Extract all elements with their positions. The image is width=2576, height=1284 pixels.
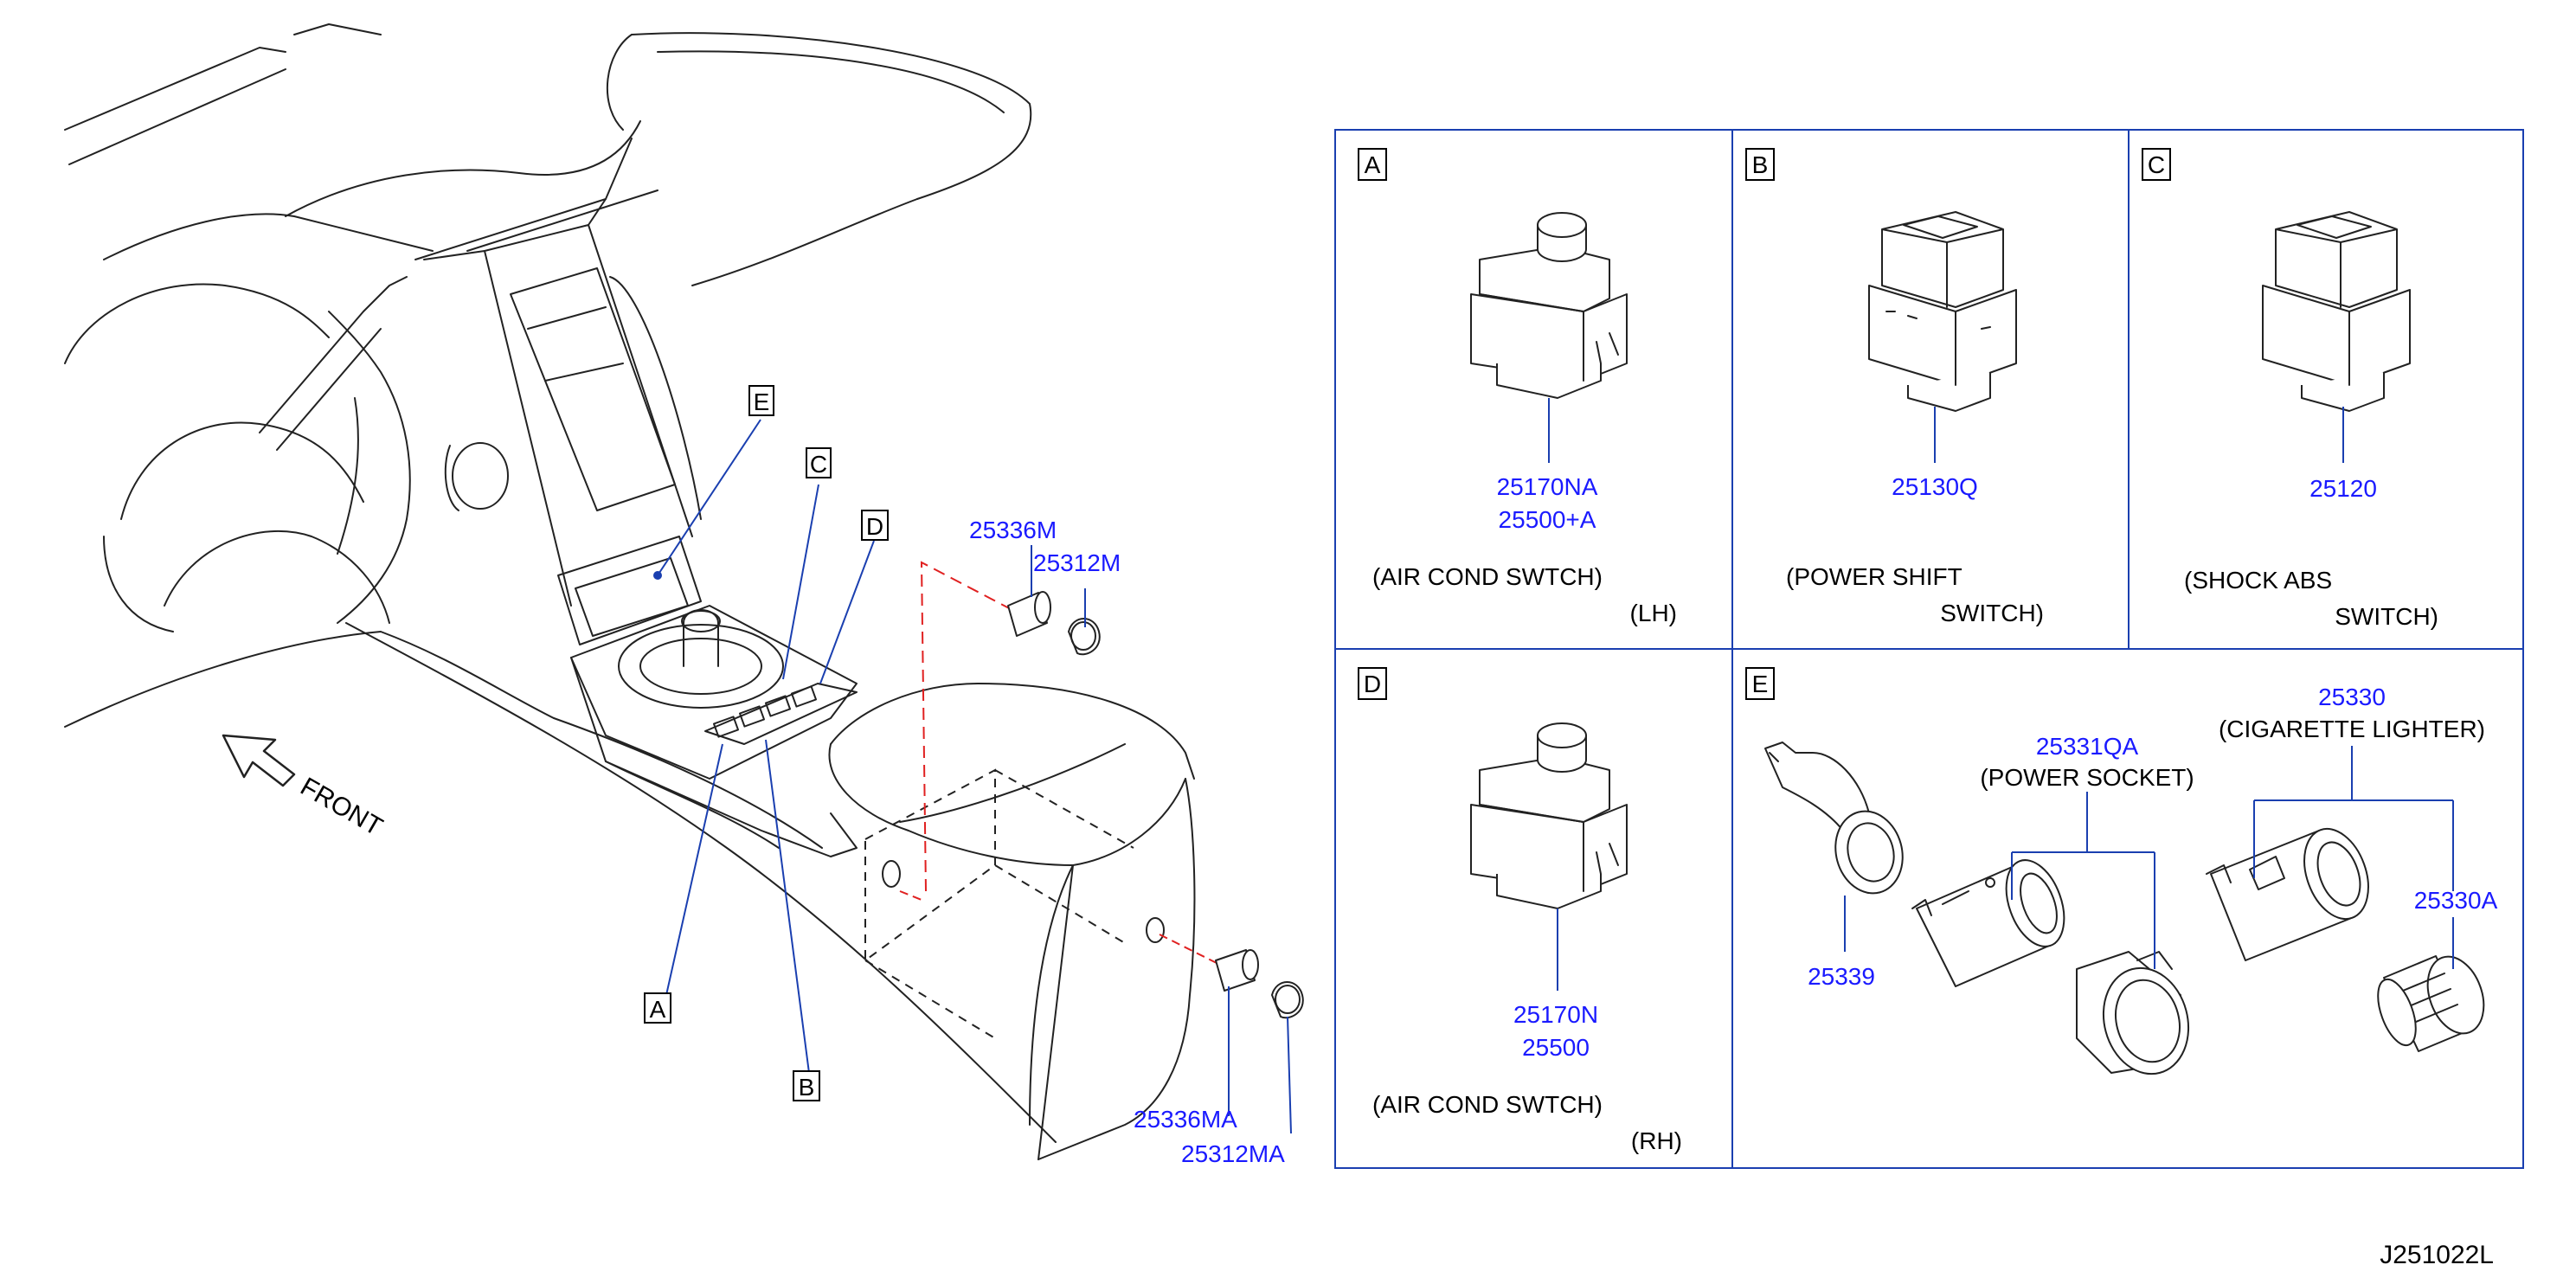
power-socket-cap-icon	[2076, 951, 2190, 1075]
part-number-lighter-lower: 25336MA	[1134, 1106, 1237, 1133]
panel-e: E 25339 25331QA (POWER	[1745, 667, 2498, 1075]
callout-d: D	[861, 510, 889, 541]
callout-c: C	[806, 447, 832, 478]
part-number-d-1: 25170N	[1513, 1001, 1598, 1028]
svg-text:A: A	[650, 996, 666, 1023]
callout-e: E	[748, 385, 774, 416]
svg-text:E: E	[1752, 671, 1769, 697]
power-shift-switch-icon	[1868, 211, 2017, 412]
caption-e-socket: (POWER SOCKET)	[1980, 764, 2194, 791]
front-arrow-icon	[222, 734, 296, 787]
callout-a: A	[644, 992, 671, 1024]
detail-grid	[1334, 129, 2524, 1169]
caption-d-1: (AIR COND SWTCH)	[1372, 1091, 1603, 1118]
air-cond-switch-lh-icon	[1470, 212, 1628, 399]
diagram-code: J251022L	[2380, 1241, 2494, 1269]
panel-a: A 25170NA 25500+A (AIR COND SWTCH) (LH)	[1358, 148, 1677, 626]
panel-b: B 25130Q (POWER SHIFT SWITCH)	[1745, 148, 2044, 626]
caption-c-2: SWITCH)	[2335, 603, 2438, 630]
panel-d: D 25170N 25500 (AIR COND SWTCH) (RH)	[1358, 667, 1682, 1154]
part-number-c: 25120	[2309, 475, 2377, 502]
lighter-lower-part-icon	[1215, 949, 1304, 1019]
installation-leader-lines	[899, 561, 1221, 966]
part-number-b: 25130Q	[1892, 473, 1978, 500]
svg-text:B: B	[799, 1074, 815, 1101]
part-number-socket-lower: 25312MA	[1181, 1140, 1285, 1167]
svg-text:B: B	[1752, 151, 1769, 178]
part-number-e-ring: 25339	[1808, 963, 1875, 990]
svg-text:D: D	[866, 513, 883, 540]
caption-b-1: (POWER SHIFT	[1786, 563, 1963, 590]
part-number-socket-upper: 25312M	[1033, 549, 1121, 576]
cigarette-lighter-element-icon	[2377, 955, 2485, 1052]
cigarette-lighter-icon	[2206, 827, 2369, 961]
lighter-upper-part-icon	[1007, 591, 1101, 656]
part-number-e-lighter: 25330	[2318, 684, 2386, 710]
power-socket-icon	[1911, 859, 2065, 987]
svg-text:D: D	[1364, 671, 1381, 697]
center-console-illustration: FRONT	[64, 23, 1196, 1160]
panel-c: C 25120 (SHOCK ABS SWITCH)	[2142, 148, 2438, 630]
caption-c-1: (SHOCK ABS	[2184, 567, 2332, 594]
caption-e-lighter: (CIGARETTE LIGHTER)	[2219, 716, 2485, 742]
part-number-a-2: 25500+A	[1499, 506, 1596, 533]
part-number-lighter-upper: 25336M	[969, 517, 1057, 543]
callout-leaders	[657, 419, 1292, 1134]
part-number-d-2: 25500	[1522, 1034, 1590, 1061]
part-number-e-lighter-element: 25330A	[2414, 887, 2498, 914]
callout-b: B	[793, 1070, 820, 1101]
caption-a-1: (AIR COND SWTCH)	[1372, 563, 1603, 590]
svg-text:E: E	[754, 388, 770, 415]
svg-text:A: A	[1365, 151, 1381, 178]
svg-text:C: C	[2148, 151, 2165, 178]
part-number-e-socket: 25331QA	[2036, 733, 2139, 760]
air-cond-switch-rh-icon	[1470, 722, 1628, 909]
svg-text:C: C	[810, 451, 827, 478]
shock-abs-switch-icon	[2262, 211, 2411, 412]
part-number-a-1: 25170NA	[1497, 473, 1598, 500]
caption-b-2: SWITCH)	[1940, 600, 2044, 626]
front-label: FRONT	[296, 772, 388, 841]
caption-a-2: (LH)	[1630, 600, 1677, 626]
caption-d-2: (RH)	[1631, 1127, 1682, 1154]
retainer-ring-icon	[1764, 742, 1904, 895]
